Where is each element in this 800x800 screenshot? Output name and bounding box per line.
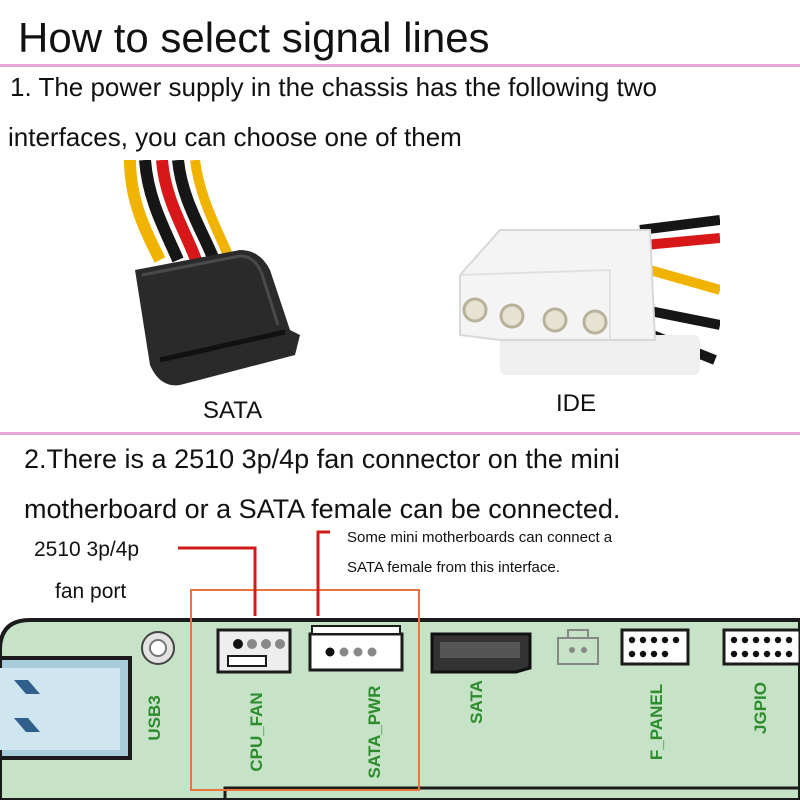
jgpio-silk-label: JGPIO: [751, 682, 770, 734]
motherboard-image: USB3 CPU_FAN SATA_PWR SATA F_PANEL JGPIO: [0, 589, 800, 800]
section1-line1: 1. The power supply in the chassis has t…: [10, 72, 657, 102]
note-line2: SATA female from this interface.: [347, 559, 560, 576]
callout-lines: [178, 530, 330, 616]
fan-port-label-line1: 2510 3p/4p: [34, 538, 140, 561]
page-title: How to select signal lines: [18, 14, 490, 61]
cpu-fan-silk-label: CPU_FAN: [247, 692, 266, 771]
sata-caption: SATA: [203, 397, 263, 424]
divider-top: [0, 64, 800, 67]
sata-pwr-silk-label: SATA_PWR: [365, 686, 384, 779]
ide-connector-image: [459, 215, 720, 375]
f-panel-silk-label: F_PANEL: [647, 684, 666, 760]
sata-connector-image: [124, 160, 300, 386]
fan-port-label-line2: fan port: [55, 580, 127, 603]
section1-line2: interfaces, you can choose one of them: [8, 122, 462, 152]
sata-silk-label: SATA: [467, 680, 486, 724]
usb3-silk-label: USB3: [145, 695, 164, 740]
note-line1: Some mini motherboards can connect a: [347, 529, 613, 546]
ide-caption: IDE: [556, 390, 597, 417]
section2-line1: 2.There is a 2510 3p/4p fan connector on…: [24, 444, 620, 474]
section2-line2: motherboard or a SATA female can be conn…: [24, 494, 621, 524]
divider-middle: [0, 432, 800, 435]
